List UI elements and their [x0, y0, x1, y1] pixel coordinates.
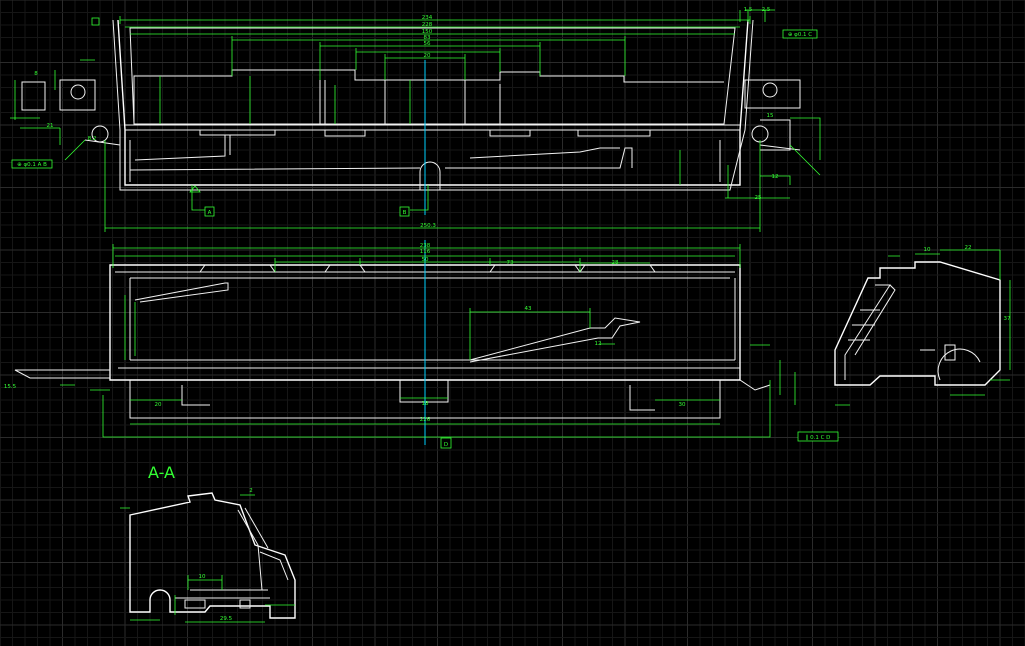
- dim-43: 43: [525, 306, 532, 312]
- dim-20-front: 20: [155, 402, 162, 408]
- dim-8-2: 8.2: [88, 136, 97, 142]
- section-title: A-A: [148, 463, 175, 482]
- dim-10-section: 10: [199, 574, 206, 580]
- datum-b-box: [399, 206, 410, 217]
- datum-a: A: [208, 210, 212, 216]
- gdt-front: ∥ 0.1 C D: [806, 434, 831, 441]
- dim-25: 25: [755, 195, 762, 201]
- dim-228: 228: [422, 22, 433, 28]
- dim-10-side: 10: [924, 247, 931, 253]
- dim-15-5: 15.5: [4, 384, 17, 390]
- datum-b: B: [403, 210, 407, 216]
- dim-2: 2: [249, 488, 253, 494]
- dim-238: 238: [420, 243, 431, 249]
- top-view: [10, 9, 821, 232]
- dim-28: 28: [612, 260, 619, 266]
- dim-37: 37: [1004, 316, 1011, 322]
- dim-29-5: 29.5: [220, 616, 233, 622]
- dim-2-5: 2.5: [762, 7, 771, 13]
- dim-1-5: 1.5: [744, 7, 753, 13]
- dim-12: 12: [595, 341, 602, 347]
- dim-30: 30: [679, 402, 686, 408]
- dim-73: 73: [507, 260, 514, 266]
- dim-12-right: 12: [772, 174, 779, 180]
- gdt-left: ⊕ φ0.1 A B: [17, 162, 47, 168]
- dim-21: 21: [47, 123, 54, 129]
- dim-83: 83: [424, 35, 431, 41]
- dim-226: 226: [420, 417, 431, 423]
- section-a-a: A-A: [120, 463, 296, 623]
- dim-8: 8: [34, 71, 38, 77]
- dim-150: 150: [422, 29, 433, 35]
- datum-d-box: [440, 437, 452, 449]
- dim-234: 234: [422, 15, 433, 21]
- dim-50: 50: [422, 257, 429, 263]
- gdt-right: ⊕ φ0.1 C: [788, 32, 812, 38]
- dim-18: 18: [422, 401, 429, 407]
- gdt-frame-front: [797, 431, 839, 442]
- front-dimensions: [60, 244, 796, 438]
- datum-a-box: [204, 206, 215, 217]
- side-view: [834, 249, 1011, 406]
- dim-20: 20: [424, 53, 431, 59]
- dim-250-3: 250.3: [420, 223, 436, 229]
- top-dimensions: [10, 9, 821, 232]
- datum-marker-box: [91, 17, 100, 26]
- gdt-frame-right: [782, 29, 818, 39]
- dim-56: 56: [424, 41, 431, 47]
- gdt-frame-left: [11, 159, 53, 169]
- dim-116: 116: [420, 249, 431, 255]
- dim-22: 22: [965, 245, 972, 251]
- front-view: [14, 240, 839, 449]
- datum-d: D: [444, 442, 448, 448]
- dim-15: 15: [767, 113, 774, 119]
